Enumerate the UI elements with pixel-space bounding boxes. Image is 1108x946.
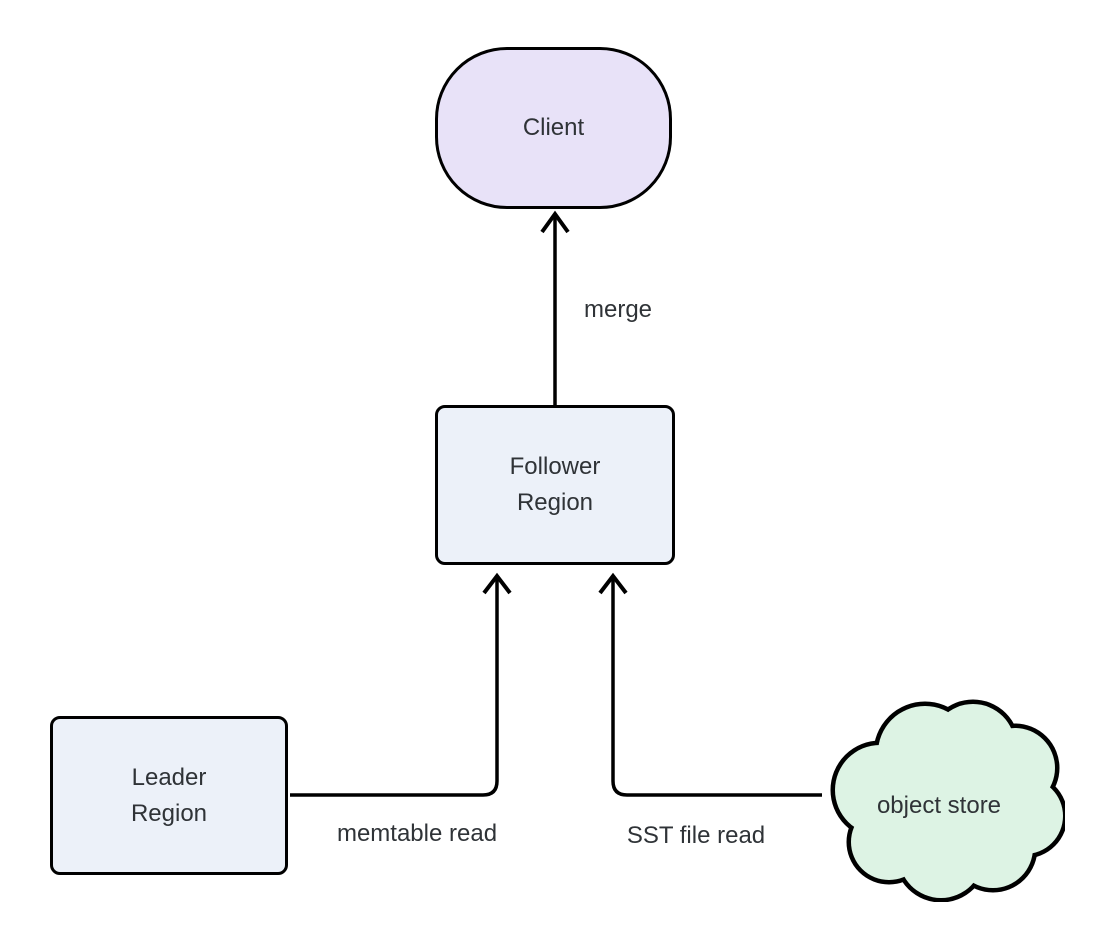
edge-objectstore-to-follower — [611, 579, 822, 797]
node-follower-region: Follower Region — [435, 405, 675, 565]
arrowhead-up-icon — [598, 572, 628, 595]
arrowhead-up-icon — [540, 210, 570, 234]
edge-label-merge: merge — [581, 296, 655, 324]
arrowhead-up-icon — [482, 572, 512, 595]
edge-leader-to-follower — [290, 579, 499, 797]
node-object-store — [830, 699, 1065, 902]
node-object-store-label: object store — [876, 792, 1002, 819]
node-leader-region: Leader Region — [50, 716, 288, 875]
edge-label-memtable-read: memtable read — [334, 820, 500, 848]
cloud-body — [835, 704, 1063, 898]
node-client: Client — [435, 47, 672, 209]
edge-label-sst-file-read: SST file read — [624, 822, 768, 850]
node-leader-region-label: Leader Region — [130, 763, 208, 827]
node-client-label: Client — [522, 114, 585, 141]
node-follower-region-label: Follower Region — [509, 453, 601, 516]
